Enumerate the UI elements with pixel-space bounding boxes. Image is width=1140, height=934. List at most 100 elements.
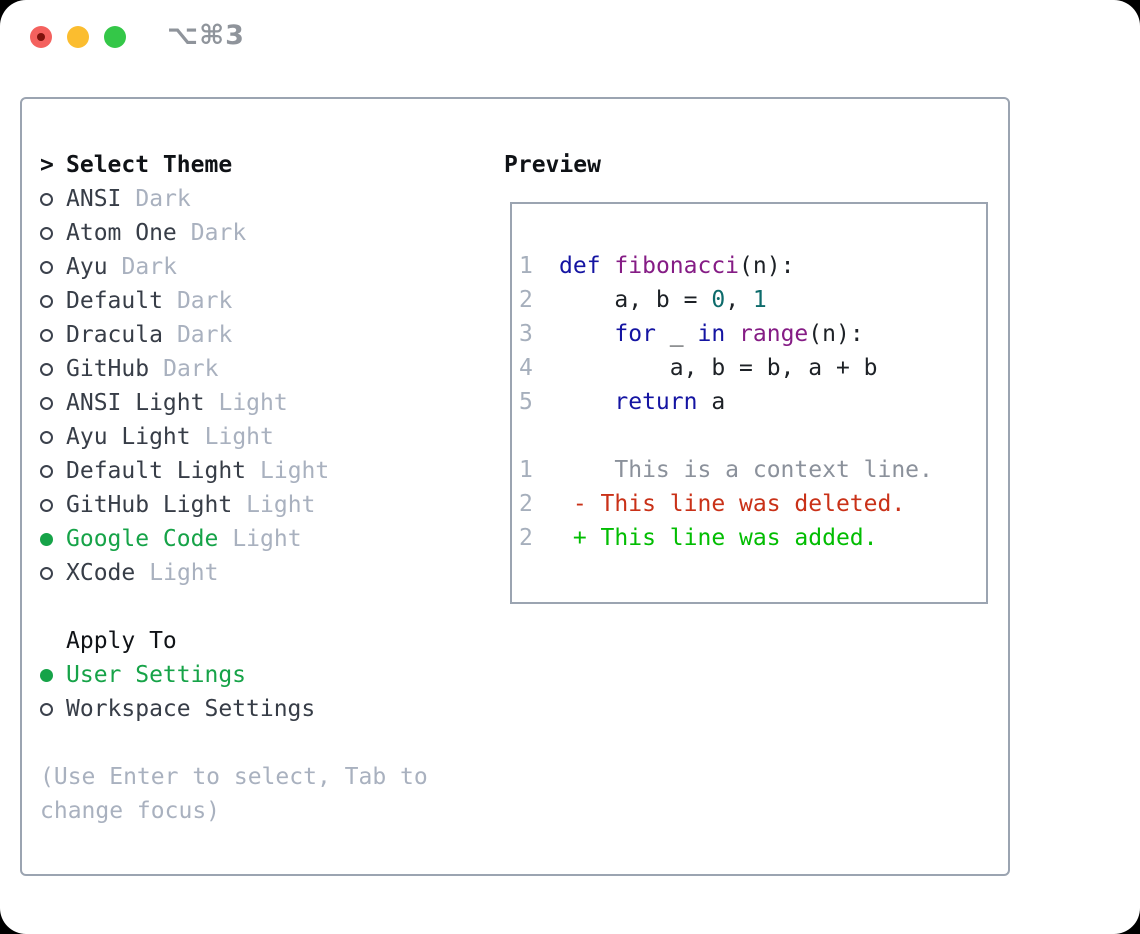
code-token-pl (601, 249, 615, 283)
code-token-kw: def (559, 253, 601, 279)
radio-icon (40, 328, 66, 342)
line-number: 2 (519, 491, 533, 517)
theme-variant-label: Light (204, 424, 274, 450)
diff-line-context: 1 This is a context line. (519, 453, 986, 487)
code-token-pl: a, b = (559, 287, 712, 313)
line-number: 1 (519, 253, 533, 279)
preview-label: Preview (504, 152, 601, 178)
code-token-pl (559, 385, 614, 419)
radio-circle (40, 362, 53, 376)
unsaved-indicator-dot (37, 33, 45, 41)
apply-to-label: Apply To (66, 628, 177, 654)
radio-circle (40, 396, 53, 410)
diff-line-deleted: 2 - This line was deleted. (519, 487, 986, 521)
code-token-fn: range (739, 321, 809, 347)
code-token-pl: a (697, 389, 726, 415)
radio-icon (40, 396, 66, 410)
code-token-pl: a, b = b, a + b (559, 355, 878, 381)
blank-line (519, 419, 986, 453)
apply-to-name-label: User Settings (66, 662, 247, 688)
apply-to-option-user-settings[interactable]: User Settings (40, 658, 428, 692)
theme-name-label: XCode (66, 560, 136, 586)
radio-icon (40, 464, 66, 478)
radio-circle (40, 498, 53, 512)
radio-icon (40, 294, 66, 308)
radio-circle (40, 260, 53, 274)
theme-variant-label: Light (260, 458, 330, 484)
theme-option-dracula[interactable]: Dracula Dark (40, 318, 428, 352)
diff-text: This is a context line. (559, 457, 933, 483)
theme-name-label: ANSI (66, 186, 122, 212)
theme-name-label: Dracula (66, 322, 163, 348)
radio-selected-icon (40, 668, 66, 682)
zoom-button[interactable] (104, 26, 126, 48)
code-line: 2 a, b = 0, 1 (519, 283, 986, 317)
select-theme-label: Select Theme (66, 152, 233, 178)
theme-option-xcode[interactable]: XCode Light (40, 556, 428, 590)
theme-name-label: Default Light (66, 458, 247, 484)
spacer (40, 590, 428, 624)
code-token-pl (725, 317, 739, 351)
theme-name-label: Ayu Light (66, 424, 191, 450)
radio-icon (40, 192, 66, 206)
select-theme-header: > Select Theme (40, 148, 428, 182)
line-number: 4 (519, 355, 533, 381)
radio-icon (40, 498, 66, 512)
titlebar: ⌥⌘3 (0, 0, 1140, 74)
theme-name-label: Atom One (66, 220, 177, 246)
radio-icon (40, 430, 66, 444)
radio-circle (40, 566, 53, 580)
code-line: 1 def fibonacci(n): (519, 249, 986, 283)
apply-to-option-workspace-settings[interactable]: Workspace Settings (40, 692, 428, 726)
help-text-line1: (Use Enter to select, Tab to (40, 764, 428, 790)
theme-option-default-light[interactable]: Default Light Light (40, 454, 428, 488)
code-token-fn: fibonacci (614, 253, 740, 279)
line-number: 5 (519, 389, 533, 415)
theme-option-google-code[interactable]: Google Code Light (40, 522, 428, 556)
radio-selected-icon (40, 532, 66, 546)
diff-line-added: 2 + This line was added. (519, 521, 986, 555)
code-token-kw: in (697, 321, 726, 347)
code-token-kw: for (614, 321, 656, 347)
radio-circle (40, 192, 53, 206)
theme-variant-label: Light (149, 560, 219, 586)
spacer (40, 726, 428, 760)
theme-variant-label: Light (232, 526, 302, 552)
line-number: 1 (519, 457, 533, 483)
line-number: 2 (519, 525, 533, 551)
theme-variant-label: Dark (176, 322, 233, 348)
code-token-pl: _ (655, 321, 698, 347)
theme-name-label: Google Code (66, 526, 219, 552)
radio-circle (40, 430, 53, 444)
theme-name-label: Ayu (66, 254, 108, 280)
radio-circle (40, 532, 53, 546)
code-token-pl: (n): (739, 253, 795, 279)
radio-circle (40, 294, 53, 308)
diff-text: - This line was deleted. (559, 491, 906, 517)
theme-variant-label: Light (246, 492, 316, 518)
theme-variant-label: Light (218, 390, 288, 416)
help-text-line2: change focus) (40, 798, 221, 824)
theme-variant-label: Dark (190, 220, 247, 246)
radio-circle (40, 226, 53, 240)
theme-variant-label: Dark (135, 186, 191, 212)
radio-icon (40, 226, 66, 240)
close-button[interactable] (30, 26, 52, 48)
radio-circle (40, 668, 53, 682)
theme-option-ansi[interactable]: ANSI Dark (40, 182, 428, 216)
theme-option-atom-one[interactable]: Atom One Dark (40, 216, 428, 250)
diff-text: + This line was added. (559, 525, 878, 551)
radio-icon (40, 566, 66, 580)
minimize-button[interactable] (67, 26, 89, 48)
theme-option-ayu-light[interactable]: Ayu Light Light (40, 420, 428, 454)
window-title: ⌥⌘3 (167, 20, 245, 51)
line-number: 2 (519, 287, 533, 313)
